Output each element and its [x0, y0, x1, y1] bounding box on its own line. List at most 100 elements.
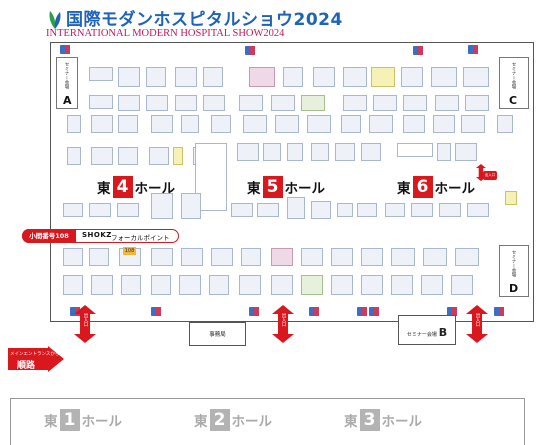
booth[interactable]: [505, 191, 517, 205]
booth[interactable]: [151, 115, 173, 133]
booth[interactable]: [463, 67, 489, 87]
booth[interactable]: [283, 67, 303, 87]
booth[interactable]: [467, 203, 489, 217]
office-box[interactable]: 事務局: [189, 322, 246, 346]
booth[interactable]: [239, 275, 261, 295]
booth[interactable]: [67, 147, 81, 165]
booth[interactable]: [91, 147, 113, 165]
booth[interactable]: [403, 95, 427, 111]
booth[interactable]: [341, 115, 361, 133]
booth[interactable]: [403, 115, 425, 133]
booth[interactable]: [391, 248, 415, 266]
booth[interactable]: [391, 275, 413, 295]
booth[interactable]: [439, 203, 461, 217]
seminar-room-d[interactable]: セミナー会場 D: [499, 245, 529, 297]
seminar-room-b[interactable]: セミナー会場 B: [398, 315, 456, 345]
booth[interactable]: [239, 95, 263, 111]
booth[interactable]: [243, 115, 267, 133]
booth[interactable]: [331, 275, 353, 295]
booth[interactable]: [461, 115, 485, 133]
booth[interactable]: [271, 248, 293, 266]
booth[interactable]: [117, 203, 139, 217]
booth[interactable]: [275, 115, 299, 133]
booth[interactable]: [91, 115, 113, 133]
booth[interactable]: [181, 115, 199, 133]
seminar-room-a[interactable]: セミナー会場 A: [56, 57, 78, 109]
booth[interactable]: [146, 95, 168, 111]
booth[interactable]: [63, 275, 83, 295]
booth[interactable]: [89, 67, 113, 81]
booth[interactable]: [287, 197, 305, 219]
booth[interactable]: [411, 203, 433, 217]
seminar-room-c[interactable]: セミナー会場 C: [499, 57, 529, 109]
booth[interactable]: [203, 67, 223, 87]
booth[interactable]: [435, 95, 459, 111]
booth[interactable]: [211, 248, 233, 266]
booth[interactable]: [203, 95, 225, 111]
booth[interactable]: [271, 95, 295, 111]
booth[interactable]: [181, 248, 203, 266]
booth[interactable]: [118, 147, 138, 165]
booth[interactable]: [231, 203, 253, 217]
booth[interactable]: [423, 248, 447, 266]
booth[interactable]: [455, 143, 477, 161]
booth[interactable]: [385, 203, 405, 217]
booth[interactable]: [313, 67, 335, 87]
booth[interactable]: [335, 143, 355, 161]
booth[interactable]: [373, 95, 397, 111]
booth[interactable]: [311, 143, 329, 161]
booth[interactable]: [91, 275, 113, 295]
booth[interactable]: [241, 248, 261, 266]
booth[interactable]: [179, 275, 201, 295]
booth[interactable]: [118, 67, 140, 87]
booth[interactable]: [257, 203, 279, 217]
booth[interactable]: [249, 67, 275, 87]
booth[interactable]: [397, 143, 433, 157]
booth[interactable]: [433, 115, 455, 133]
booth[interactable]: [146, 67, 166, 87]
booth[interactable]: [211, 115, 231, 133]
booth[interactable]: [271, 275, 293, 295]
booth[interactable]: [437, 143, 451, 161]
booth[interactable]: [343, 95, 367, 111]
booth[interactable]: [89, 203, 111, 217]
booth[interactable]: [151, 275, 171, 295]
booth[interactable]: [421, 275, 443, 295]
booth[interactable]: [311, 201, 331, 219]
booth[interactable]: [301, 275, 323, 295]
booth[interactable]: [263, 143, 281, 161]
booth[interactable]: [465, 95, 489, 111]
booth[interactable]: [455, 248, 479, 266]
booth[interactable]: [369, 115, 393, 133]
booth[interactable]: [175, 67, 197, 87]
booth[interactable]: [118, 95, 140, 111]
booth[interactable]: [497, 115, 513, 133]
booth[interactable]: [301, 95, 325, 111]
booth[interactable]: [63, 203, 83, 217]
booth[interactable]: [361, 275, 383, 295]
booth[interactable]: [237, 143, 259, 161]
booth[interactable]: [67, 115, 81, 133]
booth[interactable]: [331, 248, 353, 266]
booth[interactable]: [121, 275, 141, 295]
booth[interactable]: [357, 203, 377, 217]
booth[interactable]: [287, 143, 303, 161]
booth[interactable]: [151, 248, 173, 266]
booth[interactable]: [118, 115, 138, 133]
booth[interactable]: [209, 275, 229, 295]
booth[interactable]: [451, 275, 473, 295]
booth[interactable]: [181, 193, 201, 219]
booth[interactable]: [337, 203, 353, 217]
booth[interactable]: [149, 147, 169, 165]
booth[interactable]: [173, 147, 183, 165]
booth-108-marker[interactable]: 108: [123, 247, 136, 255]
booth[interactable]: [401, 67, 423, 87]
booth[interactable]: [89, 95, 113, 109]
booth[interactable]: [361, 143, 381, 161]
booth[interactable]: [361, 248, 383, 266]
booth[interactable]: [343, 67, 367, 87]
booth[interactable]: [175, 95, 197, 111]
booth[interactable]: [63, 248, 83, 266]
booth[interactable]: [151, 193, 173, 219]
booth[interactable]: [301, 248, 323, 266]
